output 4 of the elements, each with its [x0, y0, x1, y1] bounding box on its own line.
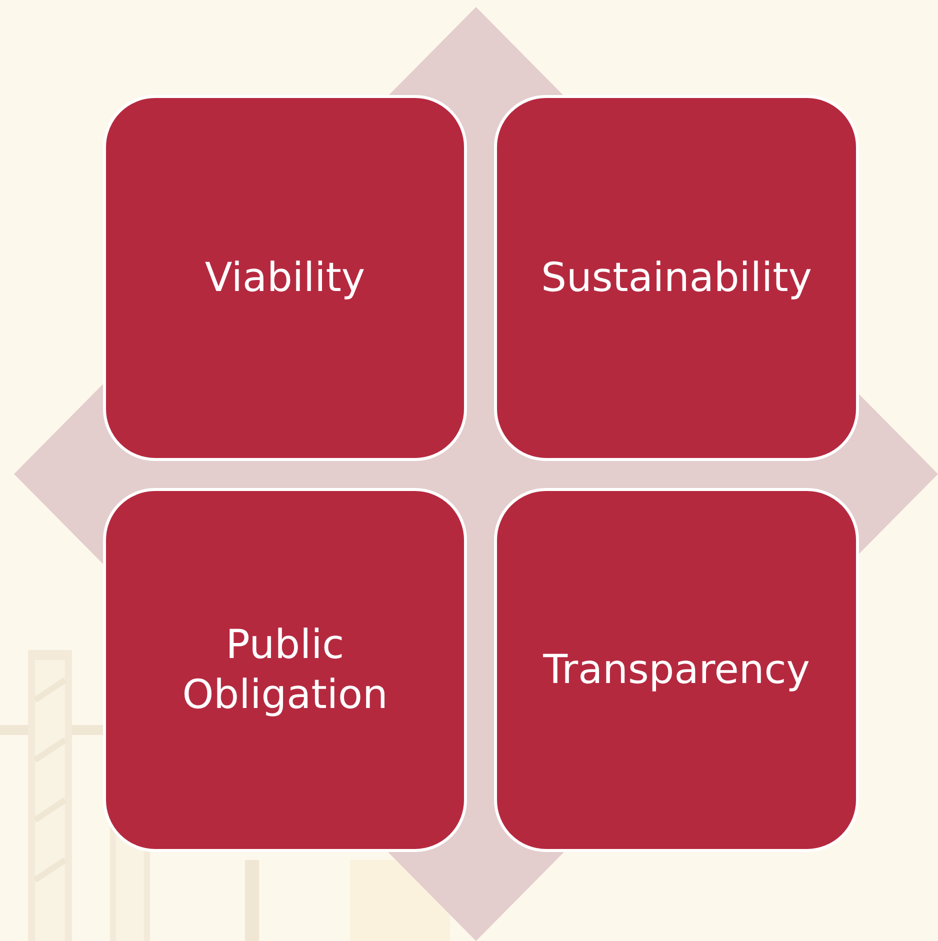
box-label: Public Obligation: [181, 621, 389, 720]
box-label: Viability: [204, 254, 366, 303]
box-label: Transparency: [542, 646, 811, 695]
box-label: Sustainability: [540, 254, 813, 303]
